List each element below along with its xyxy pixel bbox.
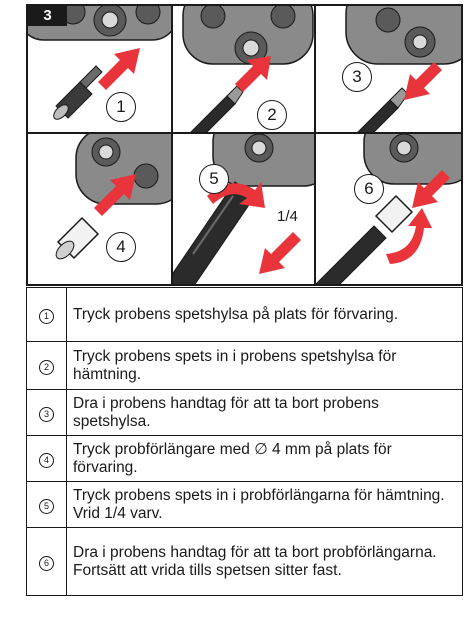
probe-tip-icon — [316, 226, 386, 284]
probe-holder-illustration — [316, 6, 461, 132]
instruction-figure: 3 1 — [26, 4, 463, 286]
panel-6: 6 — [316, 134, 461, 284]
table-row: 6 Dra i probens handtag för att ta bort … — [27, 528, 463, 596]
step-number: 4 — [39, 453, 54, 468]
probe-tip-icon — [191, 81, 247, 132]
step-text: Dra i probens handtag för att ta bort pr… — [67, 390, 463, 436]
table-row: 2 Tryck probens spets in i probens spets… — [27, 342, 463, 390]
step-marker-4: 4 — [106, 232, 136, 262]
probe-holder-illustration — [316, 134, 461, 284]
table-row: 5 Tryck probens spets in i probförlängar… — [27, 482, 463, 528]
step-number: 2 — [39, 360, 54, 375]
step-marker-6: 6 — [354, 174, 384, 204]
table-row: 4 Tryck probförlängare med ∅ 4 mm på pla… — [27, 436, 463, 482]
figure-number-badge: 3 — [28, 6, 67, 26]
step-number-cell: 3 — [27, 390, 67, 436]
panel-2: 2 — [173, 6, 314, 132]
rotation-label: 1/4 — [277, 208, 298, 225]
figure-divider — [171, 6, 173, 284]
step-marker-5: 5 — [199, 164, 229, 194]
step-number-cell: 5 — [27, 482, 67, 528]
probe-tip-icon — [356, 88, 408, 132]
steps-table: 1 Tryck probens spetshylsa på plats för … — [26, 287, 463, 596]
pull-arrow-icon — [404, 62, 442, 100]
pull-arrow-icon — [259, 232, 301, 274]
step-text: Dra i probens handtag för att ta bort pr… — [67, 528, 463, 596]
probe-holder-illustration — [173, 6, 314, 132]
step-number: 6 — [39, 556, 54, 571]
probe-holder-illustration — [28, 134, 171, 284]
step-text: Tryck probens spetshylsa på plats för fö… — [67, 288, 463, 342]
step-text: Tryck probens spets in i probens spetshy… — [67, 342, 463, 390]
table-row: 1 Tryck probens spetshylsa på plats för … — [27, 288, 463, 342]
probe-extension-icon — [53, 218, 98, 262]
step-number-cell: 2 — [27, 342, 67, 390]
step-marker-1: 1 — [106, 92, 136, 122]
step-text: Tryck probförlängare med ∅ 4 mm på plats… — [67, 436, 463, 482]
panel-4: 4 — [28, 134, 171, 284]
step-number-cell: 4 — [27, 436, 67, 482]
step-marker-3: 3 — [342, 62, 372, 92]
step-number-cell: 6 — [27, 528, 67, 596]
push-arrow-icon — [98, 48, 140, 90]
step-number-cell: 1 — [27, 288, 67, 342]
figure-divider — [314, 6, 316, 284]
step-text: Tryck probens spets in i probförlängarna… — [67, 482, 463, 528]
step-marker-2: 2 — [257, 100, 287, 130]
panel-5: 5 1/4 — [173, 134, 314, 284]
step-number: 1 — [39, 309, 54, 324]
panel-3: 3 — [316, 6, 461, 132]
figure-divider — [28, 132, 461, 134]
step-number: 3 — [39, 407, 54, 422]
step-number: 5 — [39, 499, 54, 514]
table-row: 3 Dra i probens handtag för att ta bort … — [27, 390, 463, 436]
probe-sleeve-icon — [51, 66, 102, 122]
probe-extension-icon — [376, 196, 412, 232]
